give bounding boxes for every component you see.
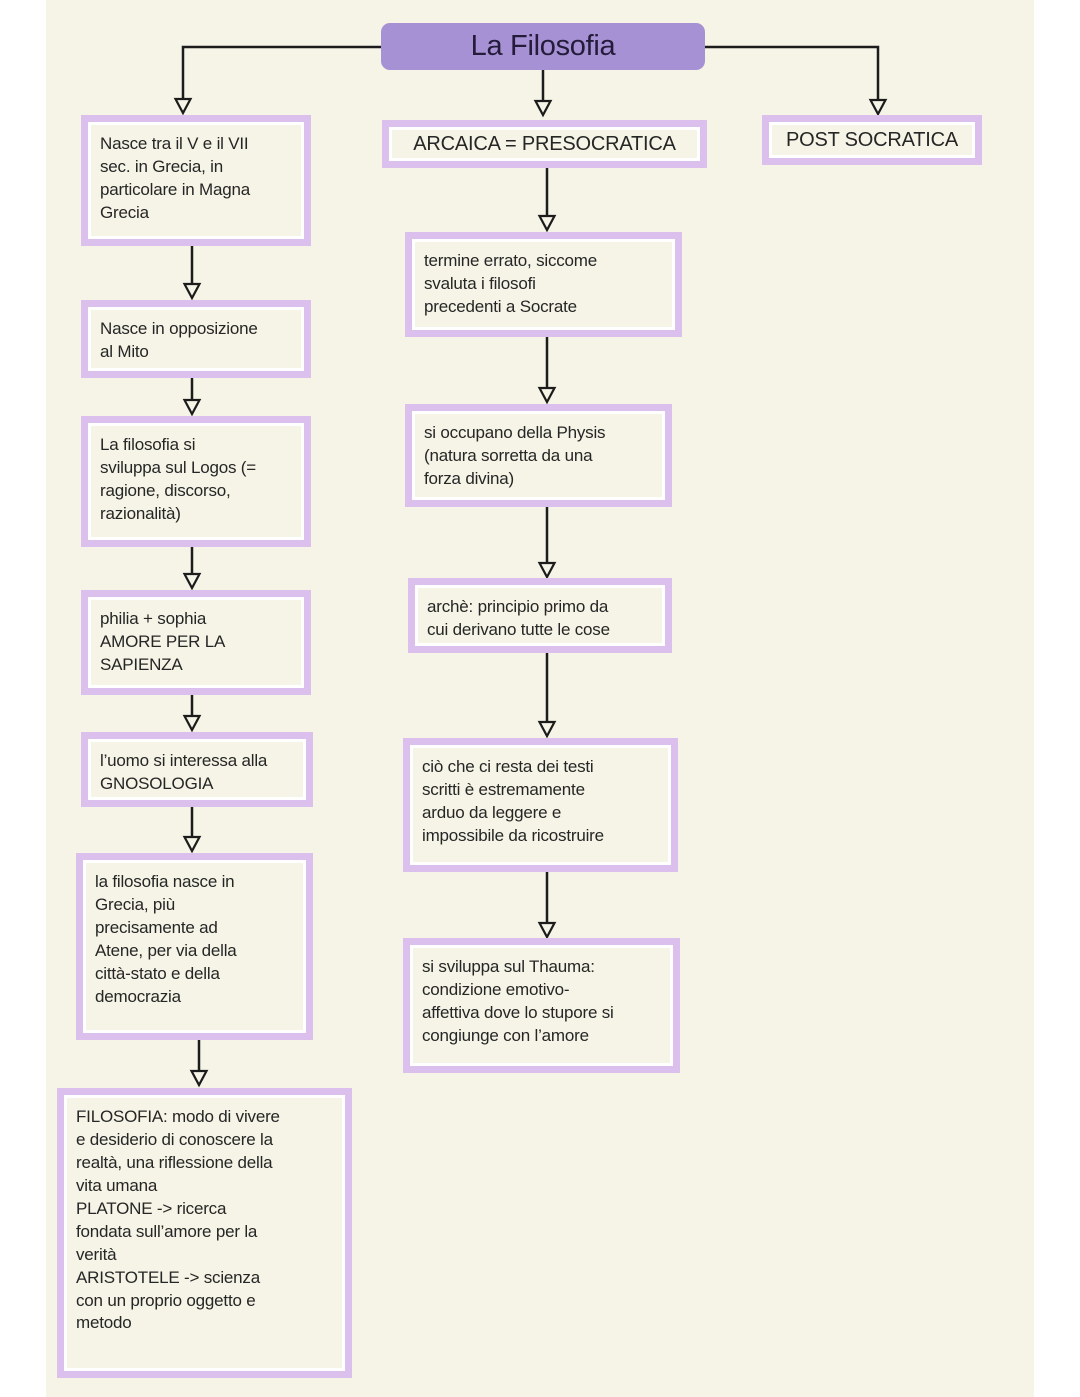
connector-mid2-mid3 <box>537 337 557 405</box>
connector-left3-left4 <box>182 547 202 591</box>
node-nascita-grecia: Nasce tra il V e il VII sec. in Grecia, … <box>81 115 311 246</box>
arrow-down-icon <box>189 1069 209 1088</box>
arrow-down-icon <box>868 98 888 117</box>
node-physis: si occupano della Physis (natura sorrett… <box>405 404 672 507</box>
connector-mid3-mid4 <box>537 507 557 580</box>
connector-left2-left3 <box>182 378 202 417</box>
arrow-down-icon <box>537 561 557 580</box>
node-post-socratica: POST SOCRATICA <box>762 115 982 165</box>
connector-mid1-mid2 <box>537 168 557 233</box>
node-gnosologia: l’uomo si interessa alla GNOSOLOGIA <box>81 732 313 807</box>
node-opposizione-mito: Nasce in opposizione al Mito <box>81 300 311 378</box>
arrow-down-icon <box>537 720 557 739</box>
node-arche: archè: principio primo da cui derivano t… <box>408 578 672 653</box>
connector-left4-left5 <box>182 695 202 733</box>
node-logos: La filosofia si sviluppa sul Logos (= ra… <box>81 416 311 547</box>
arrow-down-icon <box>182 572 202 591</box>
arrow-down-icon <box>537 386 557 405</box>
arrow-down-icon <box>182 282 202 301</box>
connector-title-left <box>173 45 381 116</box>
connector-left5-left6 <box>182 807 202 854</box>
node-testi-scritti: ciò che ci resta dei testi scritti è est… <box>403 738 678 872</box>
connector-mid4-mid5 <box>537 653 557 739</box>
node-definizione-filosofia: FILOSOFIA: modo di vivere e desiderio di… <box>57 1088 352 1378</box>
arrow-down-icon <box>533 99 553 118</box>
node-thauma: si sviluppa sul Thauma: condizione emoti… <box>403 938 680 1073</box>
arrow-down-icon <box>182 398 202 417</box>
node-atene-democrazia: la filosofia nasce in Grecia, più precis… <box>76 853 313 1040</box>
diagram-title: La Filosofia <box>381 23 705 70</box>
connector-title-right <box>705 45 888 117</box>
node-termine-errato: termine errato, siccome svaluta i filoso… <box>405 232 682 337</box>
arrow-down-icon <box>537 921 557 940</box>
arrow-down-icon <box>182 835 202 854</box>
connector-title-middle <box>533 70 553 118</box>
node-philia-sophia: philia + sophia AMORE PER LA SAPIENZA <box>81 590 311 695</box>
connector-left1-left2 <box>182 246 202 301</box>
arrow-down-icon <box>182 714 202 733</box>
node-arcaica-presocratica: ARCAICA = PRESOCRATICA <box>382 120 707 168</box>
arrow-down-icon <box>537 214 557 233</box>
connector-mid5-mid6 <box>537 872 557 940</box>
connector-left6-left7 <box>189 1040 209 1088</box>
arrow-down-icon <box>173 97 193 116</box>
